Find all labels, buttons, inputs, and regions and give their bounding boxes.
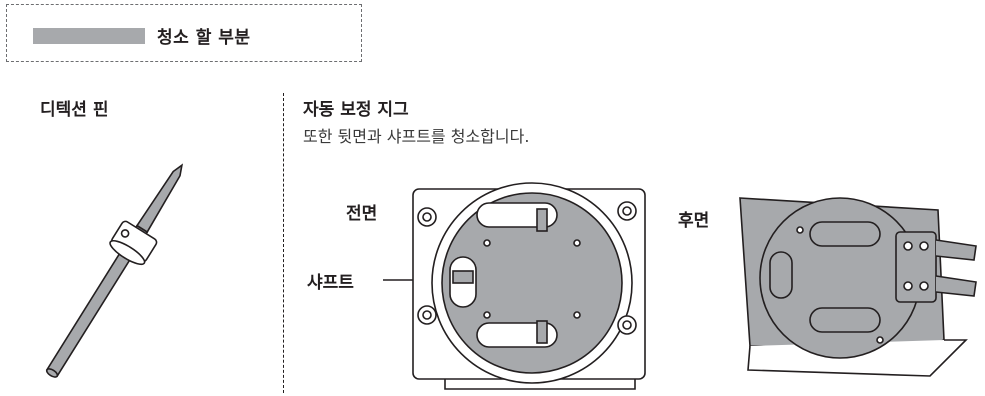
detection-pin-title: 디텍션 핀 xyxy=(40,100,109,120)
back-label: 후면 xyxy=(678,211,710,231)
cleaning-area-swatch xyxy=(33,28,145,44)
shaft-label: 샤프트 xyxy=(307,273,354,293)
front-label: 전면 xyxy=(346,204,378,224)
jig-front-view xyxy=(412,182,646,390)
detection-pin-illustration xyxy=(45,163,184,378)
panel-divider xyxy=(283,93,284,393)
legend-label: 청소 할 부분 xyxy=(157,28,251,48)
jig-back-view xyxy=(739,197,977,377)
jig-description: 또한 뒷면과 샤프트를 청소합니다. xyxy=(303,127,530,146)
auto-calibration-jig-title: 자동 보정 지그 xyxy=(303,100,409,120)
cleaning-area-legend: 청소 할 부분 xyxy=(6,4,362,62)
